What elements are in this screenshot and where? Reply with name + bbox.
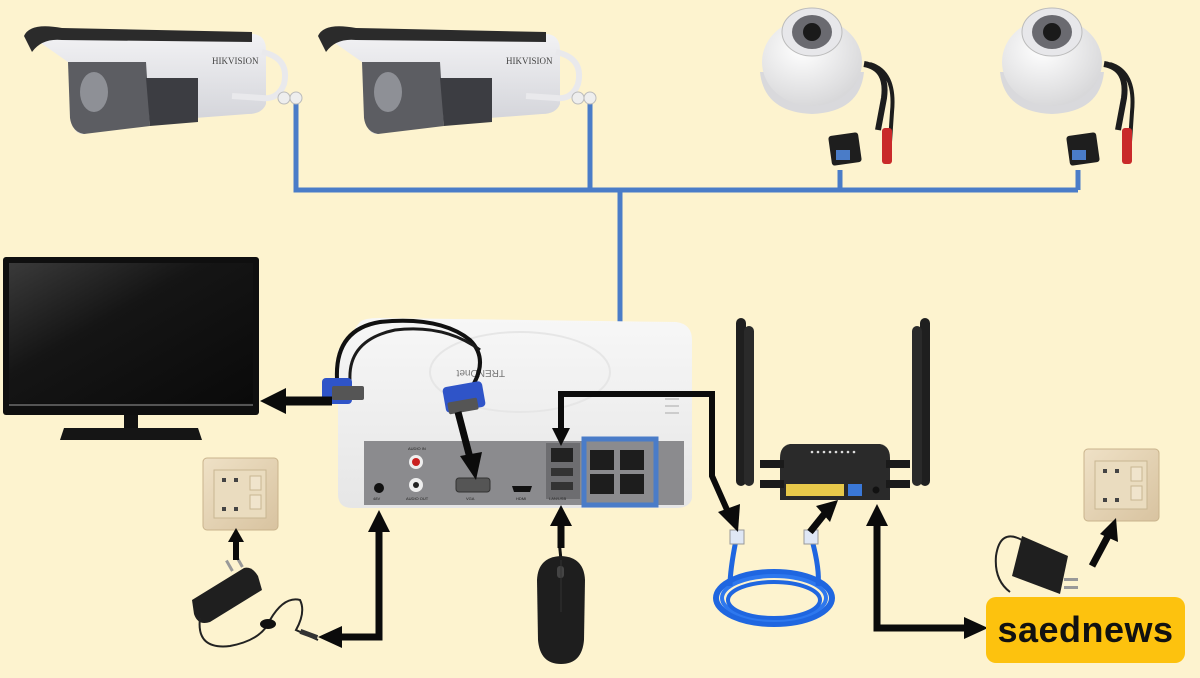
nvr-hdmi-label: HDMI <box>516 496 526 501</box>
dome-camera-2 <box>1000 7 1135 166</box>
bullet-camera-2: HIKVISION <box>318 26 597 135</box>
router-wan-port <box>848 484 862 496</box>
monitor <box>3 257 259 440</box>
arrow-nvr-lan-to-patch-cable <box>552 391 740 532</box>
nvr-audio-in-label: AUDIO IN <box>408 446 426 451</box>
arrow-adapter-to-outlet-1 <box>228 528 244 560</box>
arrow-patch-cable-to-router <box>807 500 838 535</box>
power-adapter-1 <box>192 555 319 648</box>
arrow-vga-cable-to-port <box>454 411 482 480</box>
nvr-poe-highlight <box>581 436 659 508</box>
arrow-mouse-to-usb <box>550 505 572 548</box>
nvr-lan-usb-label: LAN/USB <box>549 496 566 501</box>
network-cable-bus <box>293 100 1081 440</box>
arrow-nvr-to-monitor <box>260 388 332 414</box>
camera-brand-label: HIKVISION <box>212 56 259 66</box>
wall-outlet-1 <box>202 457 279 531</box>
router-lan-ports <box>786 484 844 496</box>
nvr-audio-out-label: AUDIO OUT <box>406 496 429 501</box>
usb-mouse <box>537 539 585 664</box>
nvr: TRENDnet 48V AUDIO IN AUDIO OUT VGA HDMI… <box>338 318 692 508</box>
wall-outlet-2 <box>1083 448 1160 522</box>
nvr-vga-label: VGA <box>466 496 475 501</box>
connection-arrows <box>228 388 1118 648</box>
dome-camera-1 <box>760 7 895 166</box>
bullet-camera-1: HIKVISION <box>24 26 303 135</box>
ethernet-patch-cable <box>713 529 835 627</box>
nvr-power-label: 48V <box>373 496 380 501</box>
nvr-power-port <box>374 483 384 493</box>
nvr-brand-label: TRENDnet <box>456 367 505 378</box>
watermark-badge: saednews <box>986 597 1185 663</box>
arrow-adapter-to-outlet-2 <box>1088 518 1118 568</box>
arrow-adapter-to-nvr-power <box>318 510 390 648</box>
router <box>736 318 930 500</box>
vga-cable <box>322 318 486 415</box>
camera-brand-label: HIKVISION <box>506 56 553 66</box>
arrow-router-power-to-adapter <box>866 504 988 639</box>
power-adapter-2 <box>994 535 1078 594</box>
